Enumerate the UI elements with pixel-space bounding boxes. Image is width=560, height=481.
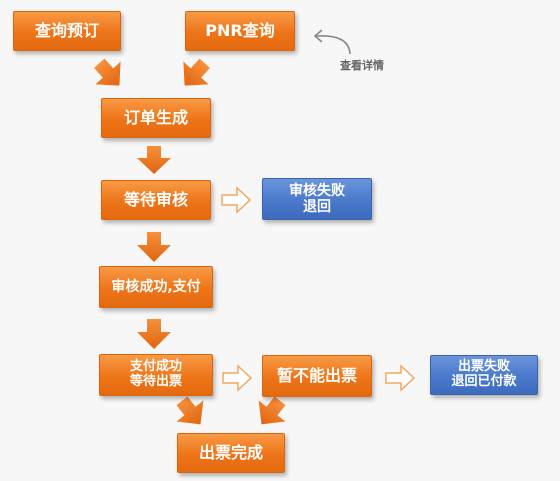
hollow-right-arrow-icon: [222, 364, 253, 392]
hollow-right-arrow-icon: [221, 186, 252, 214]
down-arrow-icon: [137, 146, 171, 174]
curved-arrow-icon: [313, 29, 323, 43]
paid-wait-ticket-label: 支付成功 等待出票: [129, 359, 182, 389]
down-arrow-icon: [137, 319, 171, 349]
down-arrow-icon: [176, 396, 204, 425]
pnr-query-box[interactable]: PNR查询: [185, 11, 295, 51]
down-arrow-icon: [183, 58, 210, 86]
wait-review-label: 等待审核: [123, 189, 188, 209]
review-failed-label: 审核失败 退回: [289, 182, 345, 215]
down-arrow-icon: [137, 232, 171, 262]
cannot-ticket-label: 暂不能出票: [276, 365, 357, 385]
review-failed-box: 审核失败 退回: [262, 178, 372, 220]
query-booking-label: 查询预订: [34, 20, 99, 40]
down-arrow-icon: [94, 58, 121, 86]
hollow-right-arrow-icon: [385, 364, 416, 392]
view-details-note: 查看详情: [340, 59, 384, 72]
cannot-ticket-box: 暂不能出票: [262, 355, 372, 397]
review-ok-pay-label: 审核成功,支付: [111, 278, 201, 295]
down-arrow-icon: [258, 396, 286, 425]
ticket-done-box: 出票完成: [177, 433, 285, 473]
pnr-query-label: PNR查询: [205, 20, 275, 40]
wait-review-box: 等待审核: [101, 180, 211, 220]
ticket-done-label: 出票完成: [198, 442, 263, 462]
query-booking-box[interactable]: 查询预订: [13, 11, 121, 51]
ticket-failed-box: 出票失败 退回已付款: [430, 355, 538, 395]
paid-wait-ticket-box: 支付成功 等待出票: [99, 354, 213, 396]
order-created-box: 订单生成: [101, 98, 211, 138]
review-ok-pay-box: 审核成功,支付: [99, 266, 213, 308]
order-created-label: 订单生成: [123, 107, 188, 127]
curved-arrow-icon: [315, 35, 351, 55]
ticket-failed-label: 出票失败 退回已付款: [451, 359, 517, 389]
